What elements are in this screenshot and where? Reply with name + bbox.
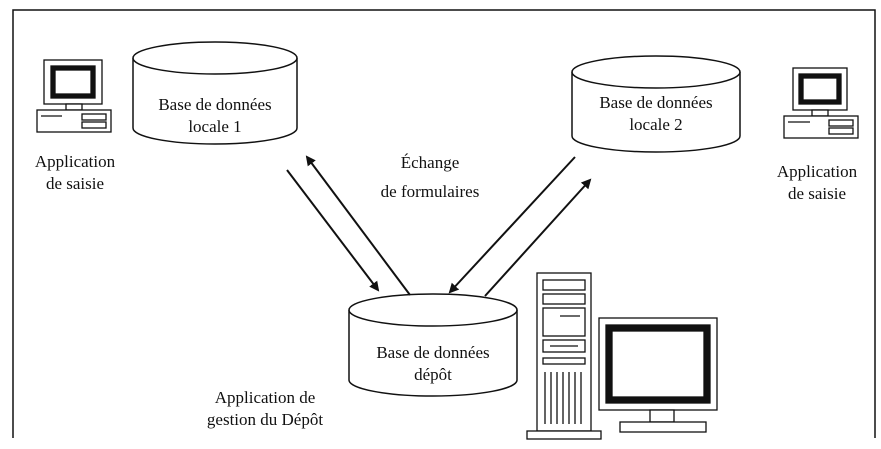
server-workstation-icon [526,272,718,440]
diagram-frame [12,9,876,438]
database-local-2-line2: locale 2 [629,115,683,134]
left-application-label: Application de saisie [20,151,130,195]
database-depot-line1: Base de données [376,343,490,362]
depot-application-label: Application de gestion du Dépôt [190,387,340,431]
database-local-2-label: Base de données locale 2 [574,92,738,136]
right-application-line1: Application [776,162,858,181]
exchange-line1: Échange [400,153,460,172]
database-depot [348,293,518,397]
database-local-2-line1: Base de données [599,93,713,112]
database-depot-label: Base de données dépôt [351,342,515,386]
right-application-line2: de saisie [787,184,847,203]
database-local-1-line1: Base de données [158,95,272,114]
right-application-label: Application de saisie [765,161,869,205]
desktop-computer-icon [783,67,859,139]
database-local-1-line2: locale 1 [188,117,242,136]
database-local-1-label: Base de données locale 1 [135,94,295,138]
database-local-1 [132,41,298,145]
depot-application-line1: Application de [214,388,316,407]
arrow-local2-to-depot [448,156,576,294]
exchange-line2: de formulaires [380,182,480,201]
left-application-line1: Application [34,152,116,171]
exchange-label: Échange de formulaires [360,152,500,203]
desktop-computer-icon [36,59,112,133]
arrow-local1-to-depot [286,169,380,292]
database-depot-line2: dépôt [414,365,452,384]
arrow-depot-to-local2 [484,178,592,297]
arrow-depot-to-local1 [305,155,411,296]
database-local-2 [571,55,741,153]
depot-application-line2: gestion du Dépôt [206,410,324,429]
left-application-line2: de saisie [45,174,105,193]
